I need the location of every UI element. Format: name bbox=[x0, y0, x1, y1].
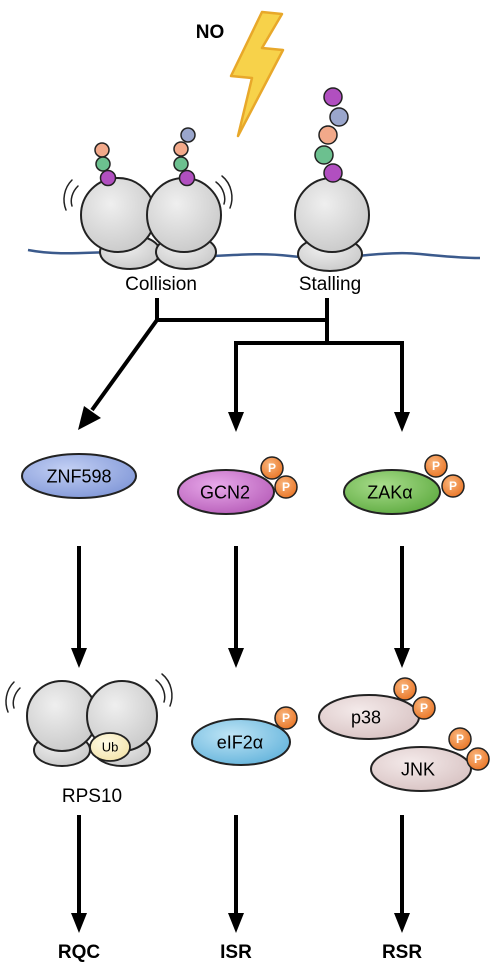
rps10-label: RPS10 bbox=[61, 786, 123, 807]
phospho-label: P bbox=[419, 701, 429, 715]
nascent-chain-stalled bbox=[314, 87, 349, 183]
phospho-label: P bbox=[281, 711, 291, 725]
rsr-label: RSR bbox=[381, 942, 423, 963]
phospho-label: P bbox=[455, 732, 465, 746]
phospho-label: P bbox=[473, 752, 483, 766]
p38-phospho bbox=[393, 677, 436, 720]
collision-motion-lines bbox=[63, 175, 233, 211]
phospho-label: P bbox=[267, 461, 277, 475]
branch-connectors bbox=[155, 298, 404, 345]
gcn2-protein bbox=[177, 469, 275, 515]
phospho-label: P bbox=[281, 480, 291, 494]
zak-phospho bbox=[424, 454, 465, 498]
znf598-protein bbox=[21, 453, 137, 499]
arrow-to-znf598 bbox=[90, 318, 159, 412]
trigger-label: NO bbox=[195, 22, 225, 43]
arrows-to-outcomes bbox=[71, 815, 410, 933]
jnk-protein bbox=[370, 746, 472, 792]
gcn2-phospho bbox=[260, 456, 298, 499]
disome-motion-lines bbox=[5, 673, 173, 713]
phospho-label: P bbox=[400, 682, 410, 696]
isr-label: ISR bbox=[220, 942, 252, 963]
nascent-chain-left bbox=[94, 142, 117, 187]
rqc-label: RQC bbox=[57, 942, 101, 963]
gcn2-label: GCN2 bbox=[199, 482, 251, 503]
p38-label: p38 bbox=[350, 707, 382, 728]
zak-label: ZAKα bbox=[367, 482, 413, 503]
collided-ribosome-right bbox=[146, 177, 222, 270]
lightning-icon bbox=[229, 10, 285, 138]
nascent-chain-right bbox=[173, 127, 196, 187]
eif2a-phospho bbox=[274, 706, 298, 730]
jnk-phospho bbox=[448, 727, 490, 771]
collision-label: Collision bbox=[125, 274, 197, 295]
eif2a-label: eIF2α bbox=[216, 732, 264, 753]
jnk-label: JNK bbox=[400, 759, 436, 780]
eif2a-protein bbox=[191, 718, 291, 766]
phospho-label: P bbox=[448, 479, 458, 493]
arrows-to-effectors bbox=[71, 546, 410, 668]
stalled-ribosome bbox=[294, 177, 370, 272]
stalling-label: Stalling bbox=[298, 274, 362, 295]
collided-ribosome-left bbox=[80, 177, 161, 270]
ubiquitin-label: Ub bbox=[101, 739, 119, 755]
ubiquitin-tag bbox=[89, 732, 131, 762]
mrna-strand bbox=[27, 248, 481, 260]
zak-protein bbox=[343, 469, 441, 515]
znf598-label: ZNF598 bbox=[46, 466, 112, 487]
phospho-label: P bbox=[431, 459, 441, 473]
